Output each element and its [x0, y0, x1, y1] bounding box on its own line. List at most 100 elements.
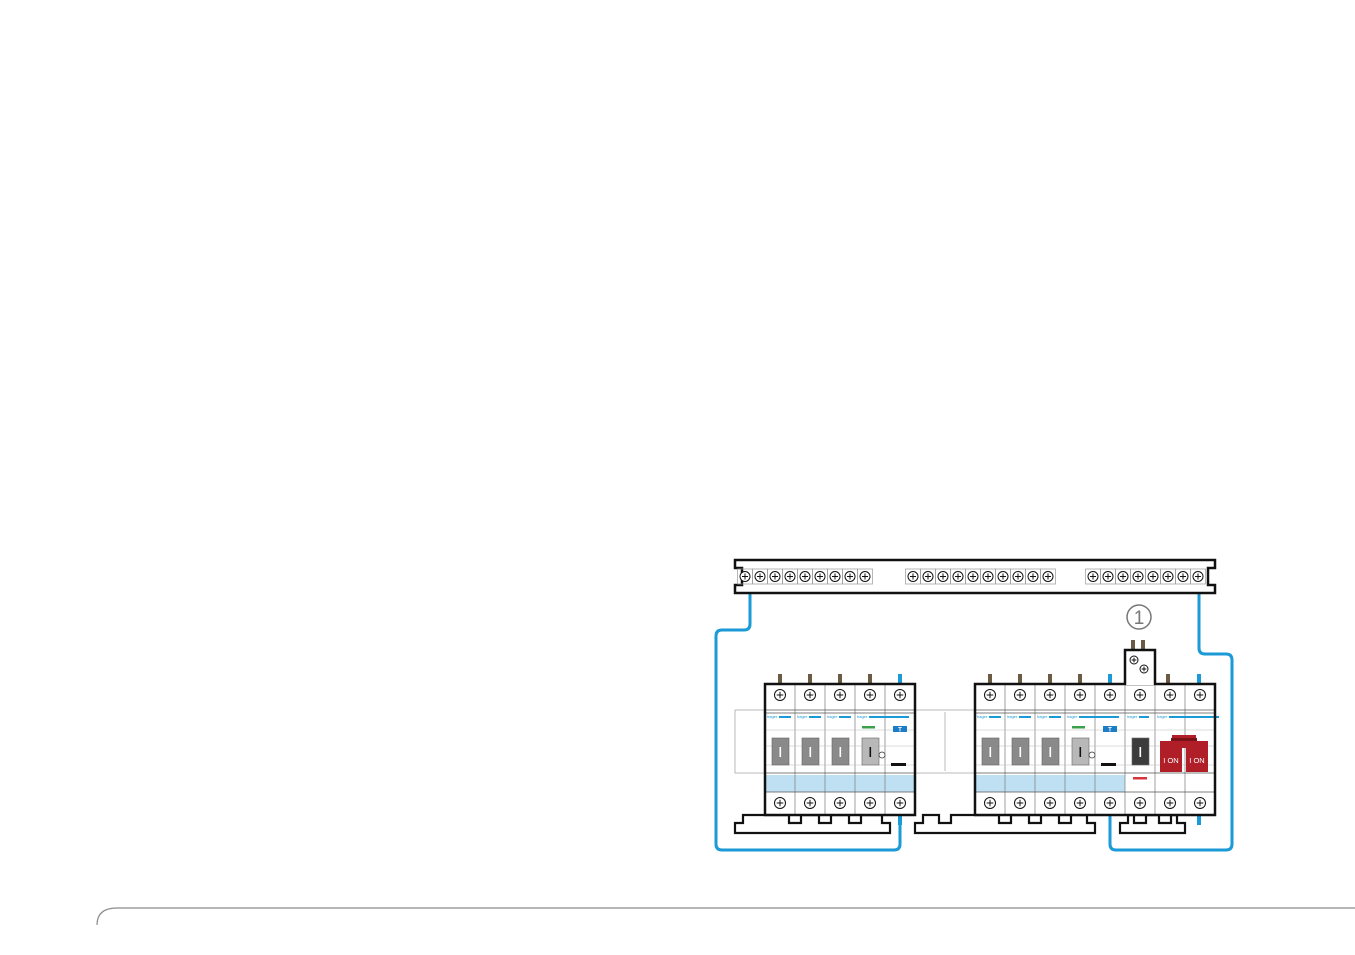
screw-slot [806, 691, 814, 699]
bottom-terminal-screw-icon [774, 797, 786, 809]
terminal-screw-icon [859, 571, 871, 582]
screw-slot [1046, 799, 1054, 807]
brand-stripe [869, 716, 909, 718]
terminal-screw-icon [1117, 571, 1129, 582]
screw-slot [1076, 799, 1084, 807]
handle-mark [869, 747, 872, 757]
brand-stripe [839, 716, 851, 718]
terminal-screw-icon [982, 571, 994, 582]
screw-slot [1165, 573, 1171, 580]
handle-mark [809, 747, 812, 757]
connection-pin [1131, 640, 1135, 651]
screw-slot [896, 799, 904, 807]
screw-slot [1016, 799, 1024, 807]
brand-label: hager [827, 714, 838, 719]
terminal-screw-icon [754, 571, 766, 582]
indicator-black [891, 763, 906, 766]
screw-slot [985, 573, 991, 580]
screw-slot [1180, 573, 1186, 580]
brand-label: hager [977, 714, 988, 719]
terminal-cell [1040, 568, 1056, 585]
terminal-screw-icon [907, 571, 919, 582]
terminal-screw-icon [814, 571, 826, 582]
terminal-screw-icon [967, 571, 979, 582]
terminal-screw-icon [1132, 571, 1144, 582]
handle-mark [989, 747, 992, 757]
test-button[interactable] [893, 726, 907, 732]
handle-mark [1049, 747, 1052, 757]
screw-slot [986, 799, 994, 807]
terminal-screw-icon [922, 571, 934, 582]
bottom-terminal-screw-icon [1044, 797, 1056, 809]
screw-slot [836, 799, 844, 807]
brand-label: hager [1037, 714, 1048, 719]
terminal-screw-icon [1192, 571, 1204, 582]
wires [714, 593, 1234, 852]
busbar-comb-right [1118, 813, 1187, 835]
screw-slot [862, 573, 868, 580]
terminal-screw-icon [1042, 571, 1054, 582]
screw-slot [925, 573, 931, 580]
top-terminal-screw-icon [864, 689, 876, 701]
bottom-terminal-screw-icon [1014, 797, 1026, 809]
footer-rule [96, 907, 1355, 926]
screw-icon [1139, 664, 1149, 674]
brand-stripe [989, 716, 1001, 718]
screw-slot [1131, 657, 1137, 663]
test-button[interactable] [1103, 726, 1117, 732]
bottom-terminal-screw-icon [984, 797, 996, 809]
top-terminal-screw-icon [1104, 689, 1116, 701]
connection-pin [1108, 674, 1112, 685]
screw-slot [1195, 573, 1201, 580]
terminal-screw-icon [829, 571, 841, 582]
screw-slot [817, 573, 823, 580]
terminal-screw-icon [1087, 571, 1099, 582]
screw-slot [1030, 573, 1036, 580]
screw-slot [832, 573, 838, 580]
brand-label: hager [1127, 714, 1138, 719]
bottom-terminal-screw-icon [894, 797, 906, 809]
bottom-terminal-screw-icon [804, 797, 816, 809]
terminal-screw-icon [1162, 571, 1174, 582]
screw-slot [1136, 799, 1144, 807]
handle-mark [1079, 747, 1082, 757]
connection-pin [808, 674, 812, 685]
terminal-screw-icon [784, 571, 796, 582]
top-terminal-screw-icon [1014, 689, 1026, 701]
terminal-screw-icon [739, 571, 751, 582]
screw-slot [772, 573, 778, 580]
left-wire [714, 593, 902, 852]
indicator-red [1133, 777, 1147, 780]
connection-pin [1166, 674, 1170, 685]
screw-slot [1196, 691, 1204, 699]
busbar-comb-middle [913, 813, 1097, 835]
screw-slot [940, 573, 946, 580]
brand-stripe [1139, 716, 1149, 718]
callout-1: 1 [1126, 604, 1152, 630]
top-terminal-screw-icon [1164, 689, 1176, 701]
neutral-terminal-bar [733, 558, 1217, 595]
top-terminal-screw-icon [984, 689, 996, 701]
terminal-cell [1190, 568, 1206, 585]
connection-pin [838, 674, 842, 685]
handle-mark [1139, 747, 1142, 757]
top-terminal-screw-icon [1074, 689, 1086, 701]
screw-icon [1129, 655, 1139, 665]
bottom-terminal-screw-icon [1074, 797, 1086, 809]
handle-mark [1019, 747, 1022, 757]
bottom-terminal-screw-icon [1134, 797, 1146, 809]
brand-label: hager [1157, 714, 1168, 719]
screw-slot [1135, 573, 1141, 580]
connection-pin [898, 674, 902, 685]
screw-slot [1105, 573, 1111, 580]
screw-slot [970, 573, 976, 580]
callout-circle [1126, 604, 1152, 630]
test-button-label: T [898, 728, 902, 734]
screw-slot [776, 691, 784, 699]
top-terminal-screw-icon [774, 689, 786, 701]
screw-slot [986, 691, 994, 699]
top-terminal-screw-icon [834, 689, 846, 701]
screw-slot [1015, 573, 1021, 580]
